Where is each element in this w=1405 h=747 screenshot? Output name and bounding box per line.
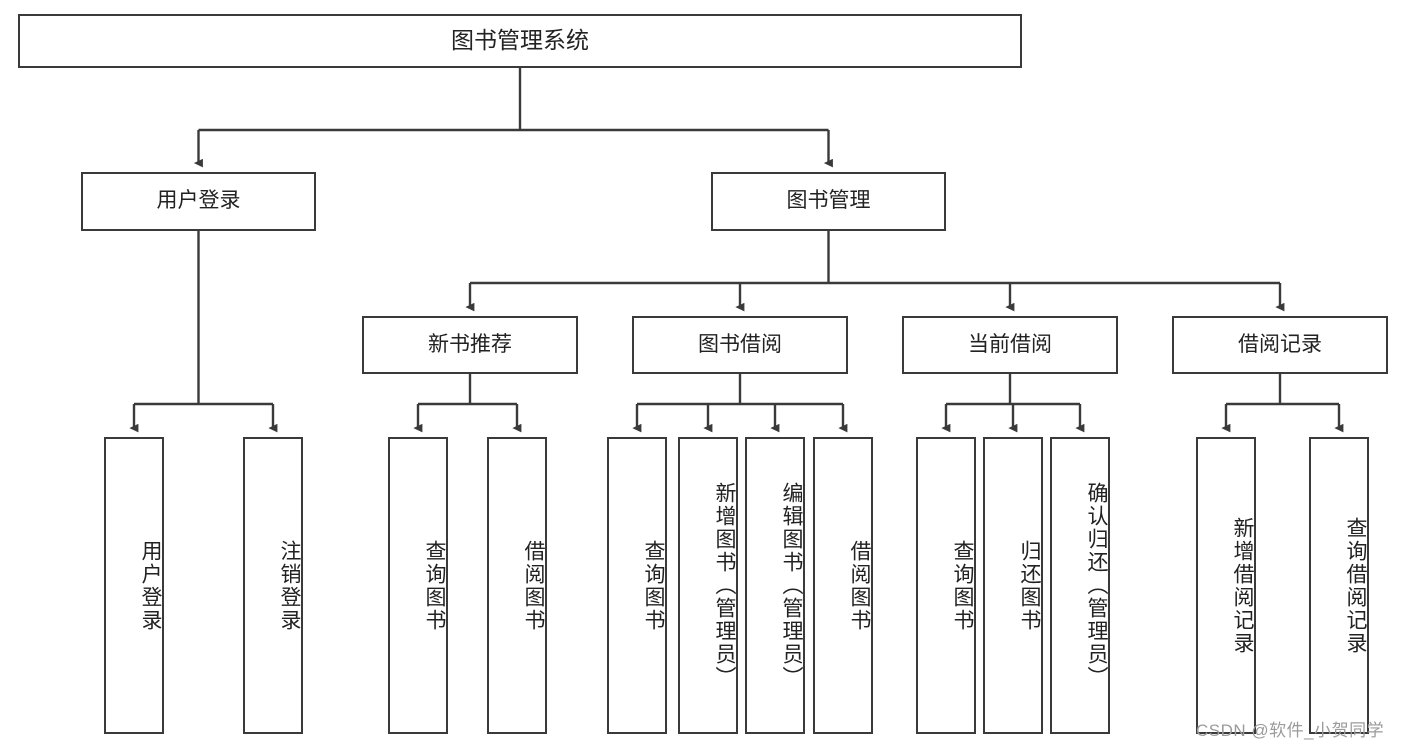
node-label: 图书借阅 — [698, 332, 782, 356]
node-label: 查询图书 — [423, 539, 446, 632]
node-leaf-br-add[interactable]: 新增借阅记录 — [1196, 437, 1256, 734]
node-book-manage[interactable]: 图书管理 — [711, 172, 946, 231]
node-label: 编辑图书（管理员） — [780, 482, 803, 689]
node-borrow-record[interactable]: 借阅记录 — [1172, 316, 1388, 374]
node-label: 新书推荐 — [428, 332, 512, 356]
node-label: 用户登录 — [156, 189, 241, 213]
node-label: 查询图书 — [951, 539, 974, 632]
wire-group — [129, 68, 1344, 433]
node-leaf-rec-borrow[interactable]: 借阅图书 — [487, 437, 547, 734]
node-label: 查询借阅记录 — [1344, 516, 1367, 655]
node-leaf-cb-confirm[interactable]: 确认归还（管理员） — [1050, 437, 1110, 734]
node-user-login[interactable]: 用户登录 — [81, 172, 316, 231]
node-label: 借阅记录 — [1238, 332, 1322, 356]
node-label: 借阅图书 — [522, 539, 545, 632]
node-leaf-bb-query[interactable]: 查询图书 — [607, 437, 667, 734]
node-label: 查询图书 — [642, 539, 665, 632]
node-leaf-br-query[interactable]: 查询借阅记录 — [1309, 437, 1369, 734]
node-leaf-user-login[interactable]: 用户登录 — [104, 437, 164, 734]
node-book-borrow[interactable]: 图书借阅 — [632, 316, 848, 374]
node-current-borrow[interactable]: 当前借阅 — [902, 316, 1118, 374]
watermark-csdn: CSDN @软件_小贺同学 — [1196, 721, 1385, 740]
node-label: 归还图书 — [1018, 539, 1041, 632]
node-label: 确认归还（管理员） — [1085, 482, 1108, 689]
node-label: 图书管理系统 — [451, 27, 589, 54]
node-root[interactable]: 图书管理系统 — [18, 14, 1022, 68]
node-leaf-bb-borrow[interactable]: 借阅图书 — [813, 437, 873, 734]
node-leaf-rec-query[interactable]: 查询图书 — [388, 437, 448, 734]
node-label: 注销登录 — [278, 539, 301, 632]
node-label: 当前借阅 — [968, 332, 1052, 356]
node-label: 新增借阅记录 — [1231, 516, 1254, 655]
node-leaf-cb-return[interactable]: 归还图书 — [983, 437, 1043, 734]
node-leaf-cb-query[interactable]: 查询图书 — [916, 437, 976, 734]
node-label: 新增图书（管理员） — [713, 482, 736, 689]
node-leaf-bb-add[interactable]: 新增图书（管理员） — [678, 437, 738, 734]
node-leaf-bb-edit[interactable]: 编辑图书（管理员） — [745, 437, 805, 734]
node-label: 借阅图书 — [848, 539, 871, 632]
node-label: 用户登录 — [139, 539, 162, 632]
node-new-book-rec[interactable]: 新书推荐 — [362, 316, 578, 374]
node-leaf-user-logout[interactable]: 注销登录 — [243, 437, 303, 734]
node-label: 图书管理 — [786, 189, 871, 213]
